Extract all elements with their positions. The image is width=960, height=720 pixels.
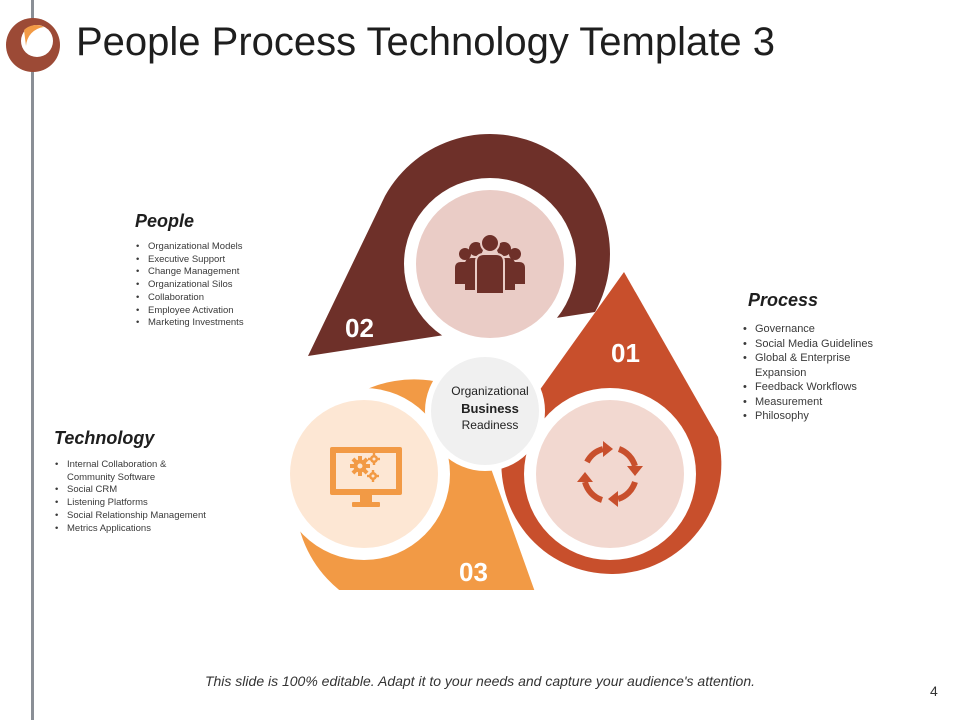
technology-item: Internal Collaboration & Community Softw… (54, 459, 192, 484)
technology-item: Listening Platforms (54, 497, 254, 510)
people-text-block: People Organizational Models Executive S… (135, 211, 335, 330)
page-number: 4 (930, 683, 938, 699)
monitor-gears-icon (330, 447, 402, 507)
process-inner-circle (536, 400, 684, 548)
people-item: Change Management (135, 266, 335, 279)
technology-item: Metrics Applications (54, 523, 254, 536)
people-group-icon (455, 233, 525, 295)
process-item: Feedback Workflows (742, 380, 942, 395)
process-text-block: Process Governance Social Media Guidelin… (742, 290, 942, 424)
people-number: 02 (345, 313, 374, 343)
process-item: Governance (742, 322, 942, 337)
process-heading: Process (748, 290, 819, 310)
slide-title: People Process Technology Template 3 (76, 20, 775, 64)
technology-list: Internal Collaboration & Community Softw… (54, 459, 254, 535)
people-item: Executive Support (135, 254, 335, 267)
technology-item: Social Relationship Management (54, 510, 254, 523)
process-segment (501, 272, 722, 574)
cycle-arrowheads (577, 441, 643, 507)
people-heading: People (135, 211, 195, 231)
process-item: Global & Enterprise Expansion (742, 351, 875, 380)
people-item: Employee Activation (135, 305, 335, 318)
process-item: Philosophy (742, 409, 942, 424)
cycle-arrows-icon (582, 446, 638, 503)
people-item: Organizational Models (135, 241, 335, 254)
process-item: Measurement (742, 395, 942, 410)
technology-item: Social CRM (54, 484, 254, 497)
center-line-1: Organizational (451, 384, 529, 398)
left-rule (31, 0, 34, 720)
center-line-3: Readiness (461, 418, 519, 432)
people-list: Organizational Models Executive Support … (135, 241, 335, 330)
logo-ring-icon (6, 18, 60, 72)
center-hub (431, 357, 539, 465)
technology-heading: Technology (54, 428, 155, 448)
center-line-2: Business (461, 401, 519, 416)
process-item: Social Media Guidelines (742, 337, 942, 352)
people-item: Marketing Investments (135, 317, 335, 330)
technology-number: 03 (459, 557, 488, 587)
process-list: Governance Social Media Guidelines Globa… (742, 322, 942, 424)
technology-text-block: Technology Internal Collaboration & Comm… (54, 428, 254, 535)
people-item: Collaboration (135, 292, 335, 305)
center-label: Organizational Business Readiness (430, 383, 550, 434)
people-item: Organizational Silos (135, 279, 335, 292)
footer-note: This slide is 100% editable. Adapt it to… (204, 673, 756, 689)
process-number: 01 (611, 338, 640, 368)
